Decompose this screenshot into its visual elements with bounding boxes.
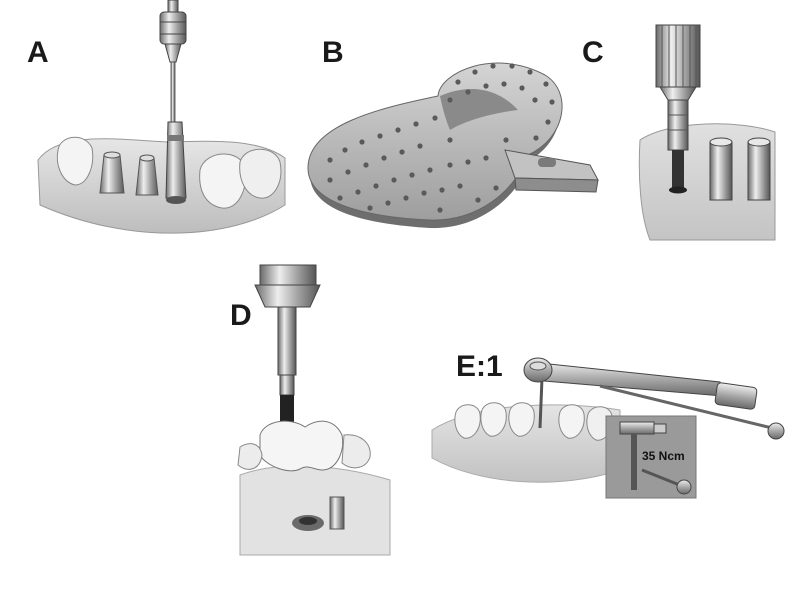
panel-c: C bbox=[570, 0, 803, 260]
crown-shape bbox=[260, 421, 343, 471]
abutment-shape bbox=[166, 122, 186, 198]
impression-coping-illustration bbox=[570, 0, 803, 260]
panel-a: A bbox=[0, 0, 290, 260]
coping-shape bbox=[710, 142, 732, 200]
crown-placement-illustration bbox=[220, 265, 410, 565]
impression-tray-illustration bbox=[290, 0, 610, 260]
implant-abutment-illustration bbox=[0, 0, 290, 260]
panel-b: B bbox=[290, 0, 610, 260]
panel-e1: E:1 35 N bbox=[420, 330, 803, 510]
abutment-shape bbox=[100, 155, 124, 193]
abutment-shape bbox=[136, 158, 158, 195]
tooth-shape bbox=[200, 154, 246, 208]
torque-wrench-illustration: 35 Ncm bbox=[420, 330, 803, 510]
coping-shape bbox=[748, 142, 770, 200]
torque-value-label: 35 Ncm bbox=[642, 449, 685, 463]
panel-d: D bbox=[220, 265, 410, 565]
